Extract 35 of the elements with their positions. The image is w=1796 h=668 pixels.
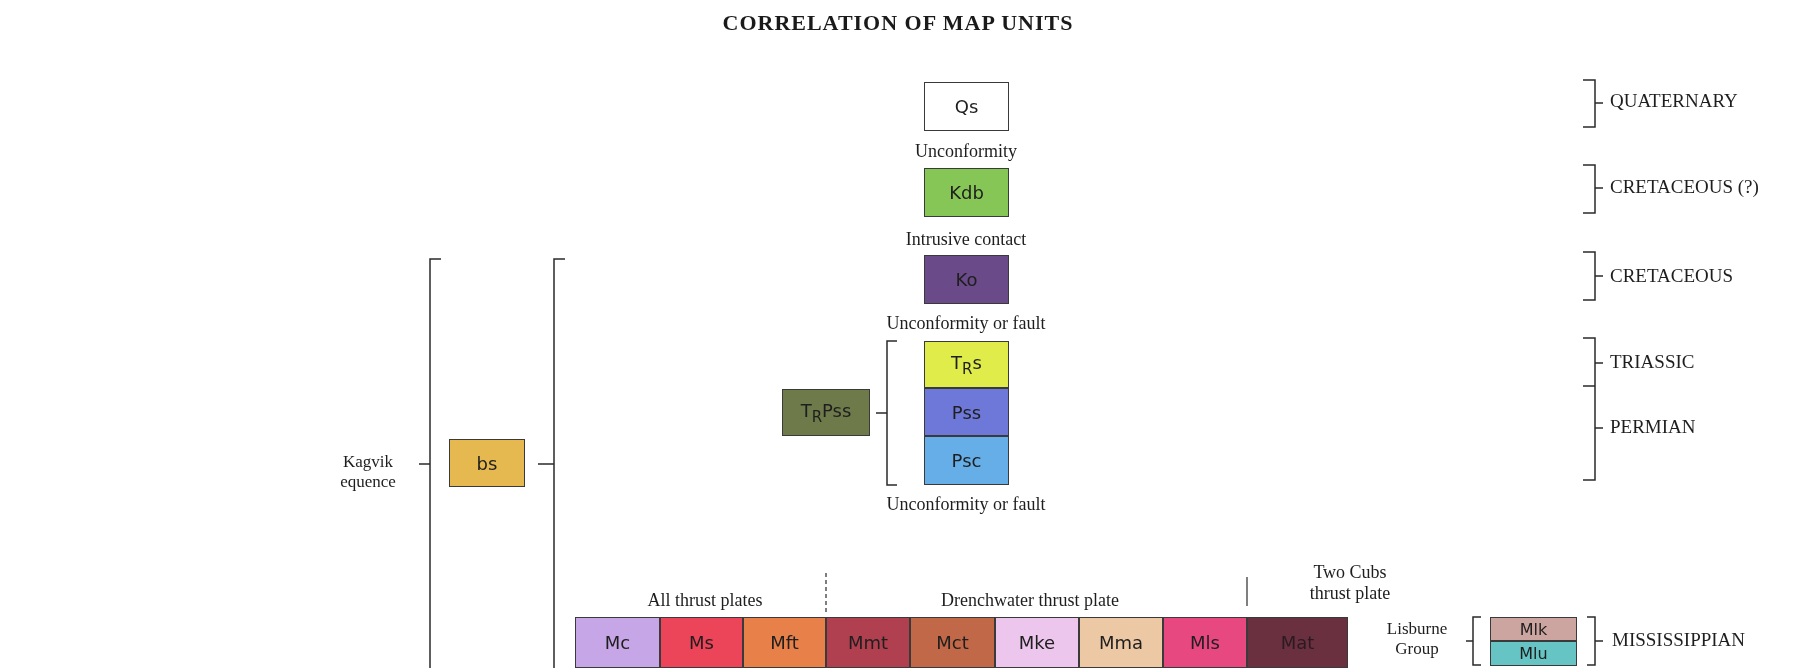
map-unit-box: Psc: [924, 436, 1009, 485]
map-unit-box: Qs: [924, 82, 1009, 131]
unit-label: MISSISSIPPIAN: [1612, 629, 1747, 651]
unit-label: CRETACEOUS (?): [1610, 176, 1760, 198]
unit-label: QUATERNARY: [1610, 90, 1739, 112]
map-unit-box: bs: [449, 439, 525, 487]
unit-label: Lisburne Group: [1385, 619, 1449, 659]
map-unit-box: Mmt: [826, 617, 910, 668]
map-unit-box: Mke: [995, 617, 1079, 668]
unit-label: Kagvik equence: [339, 452, 397, 492]
unit-label: Unconformity or fault: [885, 494, 1047, 515]
map-unit-box: Mlu: [1490, 641, 1577, 666]
map-unit-box: Mma: [1079, 617, 1163, 668]
unit-label: Unconformity: [914, 141, 1018, 162]
unit-label: All thrust plates: [646, 590, 764, 611]
title: CORRELATION OF MAP UNITS: [721, 10, 1075, 36]
map-unit-box: Mc: [575, 617, 660, 668]
unit-label: PERMIAN: [1610, 416, 1697, 438]
map-unit-box: Mlk: [1490, 617, 1577, 641]
map-unit-box: Mls: [1163, 617, 1247, 668]
map-unit-box: Kdb: [924, 168, 1009, 217]
unit-label: Two Cubs thrust plate: [1308, 562, 1392, 604]
map-unit-box: Ms: [660, 617, 743, 668]
map-unit-box: Pss: [924, 388, 1009, 436]
map-unit-box: T$_{R}$Pss: [782, 389, 870, 436]
map-unit-box: Ko: [924, 255, 1009, 304]
map-unit-box: Mft: [743, 617, 826, 668]
map-unit-box: T$_{R}$s: [924, 341, 1009, 388]
map-unit-box: Mct: [910, 617, 995, 668]
map-unit-box: Mat: [1247, 617, 1348, 668]
unit-label: Drenchwater thrust plate: [940, 590, 1120, 611]
unit-label: TRIASSIC: [1610, 351, 1696, 373]
unit-label: Unconformity or fault: [885, 313, 1047, 334]
unit-label: CRETACEOUS: [1610, 265, 1735, 287]
unit-label: Intrusive contact: [904, 229, 1028, 250]
